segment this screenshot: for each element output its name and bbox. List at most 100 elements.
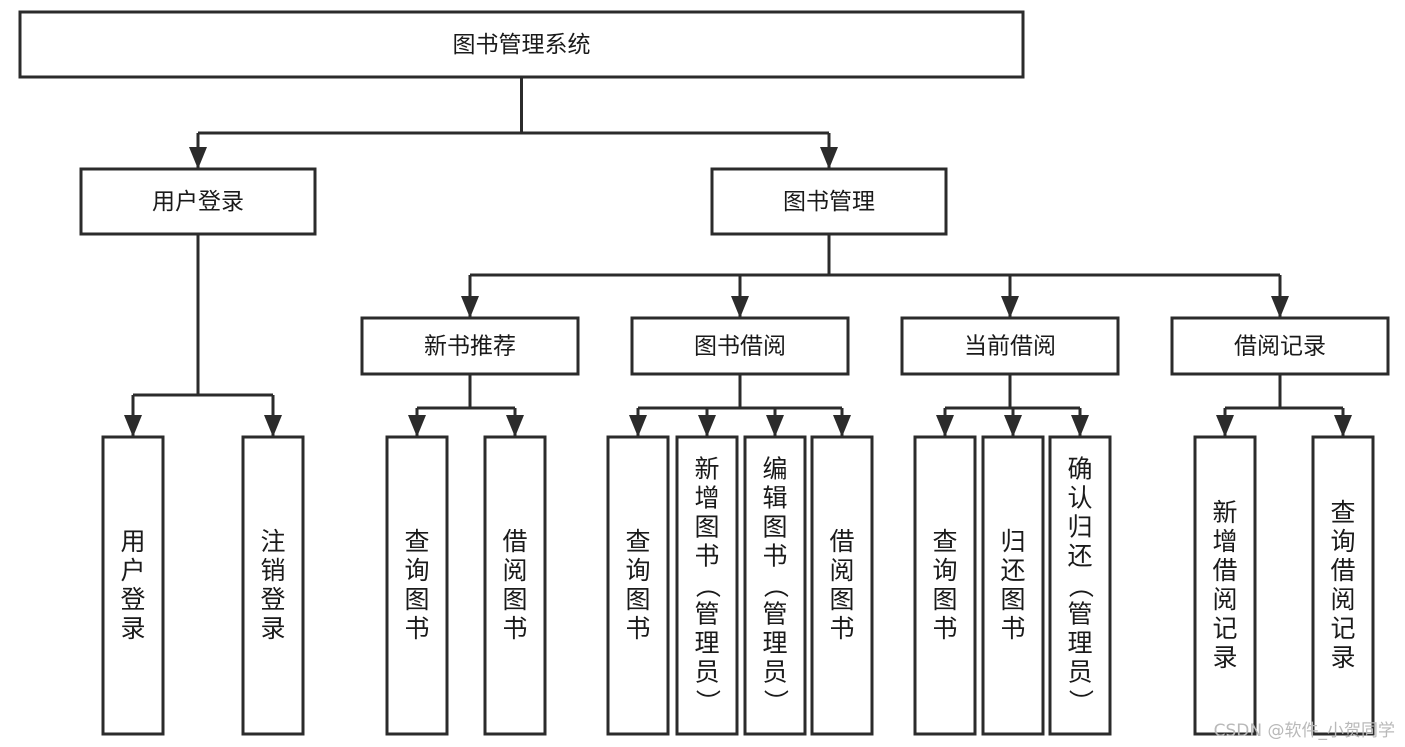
node-user-login[interactable]: 用户登录 <box>79 167 317 236</box>
node-new-book-rec[interactable]: 新书推荐 <box>360 316 580 376</box>
node-label-leaf-borrow-book-1: 书 <box>502 614 527 643</box>
node-label-current-borrow: 当前借阅 <box>964 334 1056 360</box>
node-label-root: 图书管理系统 <box>453 32 591 58</box>
arrow-head-icon <box>506 415 524 437</box>
node-box-leaf-query-record <box>1311 435 1375 736</box>
node-label-leaf-borrow-book-1: 图 <box>502 585 527 614</box>
node-box-leaf-query-book-1 <box>385 435 449 736</box>
node-label-leaf-query-book-3: 查 <box>932 527 957 556</box>
arrow-head-icon <box>124 415 142 437</box>
node-label-leaf-confirm-return: 还 <box>1067 542 1092 571</box>
node-label-leaf-borrow-book-2: 图 <box>829 585 854 614</box>
node-label-user-login: 用户登录 <box>152 189 244 215</box>
node-box-leaf-borrow-book-1 <box>483 435 547 736</box>
arrow-head-icon <box>264 415 282 437</box>
node-book-borrow[interactable]: 图书借阅 <box>630 316 850 376</box>
node-label-leaf-return-book: 书 <box>1000 614 1025 643</box>
arrow-head-icon <box>1071 415 1089 437</box>
node-box-leaf-edit-book <box>743 435 807 736</box>
node-label-leaf-query-book-2: 书 <box>625 614 650 643</box>
node-label-leaf-add-book: 增 <box>694 484 719 513</box>
node-box-book-borrow <box>630 316 850 376</box>
node-box-leaf-borrow-book-2 <box>810 435 874 736</box>
node-borrow-record[interactable]: 借阅记录 <box>1170 316 1390 376</box>
node-label-leaf-add-record: 增 <box>1212 527 1237 556</box>
node-book-manage[interactable]: 图书管理 <box>710 167 948 236</box>
node-box-borrow-record <box>1170 316 1390 376</box>
node-leaf-user-login[interactable]: 用户登录 <box>101 435 165 736</box>
arrow-head-icon <box>189 147 207 169</box>
node-label-leaf-add-record: 阅 <box>1212 585 1237 614</box>
node-root[interactable]: 图书管理系统 <box>18 10 1025 79</box>
arrow-head-icon <box>698 415 716 437</box>
watermark-label: CSDN @软件_小贺同学 <box>1213 721 1395 741</box>
node-current-borrow[interactable]: 当前借阅 <box>900 316 1120 376</box>
node-label-leaf-add-book: 图 <box>694 513 719 542</box>
node-label-leaf-logout: 注 <box>260 527 285 556</box>
arrow-head-icon <box>936 415 954 437</box>
node-label-borrow-record: 借阅记录 <box>1234 334 1326 360</box>
node-box-leaf-confirm-return <box>1048 435 1112 736</box>
node-label-leaf-confirm-return: 员 <box>1067 658 1092 687</box>
node-box-leaf-query-book-3 <box>913 435 977 736</box>
node-label-leaf-query-record: 记 <box>1330 614 1355 643</box>
node-label-leaf-query-record: 借 <box>1330 556 1355 585</box>
node-label-leaf-user-login: 登 <box>120 585 145 614</box>
node-label-new-book-rec: 新书推荐 <box>424 334 516 360</box>
node-label-leaf-query-book-3: 书 <box>932 614 957 643</box>
node-label-leaf-query-book-1: 询 <box>404 556 429 585</box>
node-label-leaf-borrow-book-1: 借 <box>502 527 527 556</box>
arrow-head-icon <box>833 415 851 437</box>
node-label-book-borrow: 图书借阅 <box>694 334 786 360</box>
node-box-user-login <box>79 167 317 236</box>
node-label-leaf-query-book-2: 图 <box>625 585 650 614</box>
node-box-leaf-user-login <box>101 435 165 736</box>
node-label-leaf-borrow-book-2: 书 <box>829 614 854 643</box>
node-label-leaf-query-record: 查 <box>1330 498 1355 527</box>
node-label-leaf-logout: 录 <box>260 614 285 643</box>
node-box-leaf-add-book <box>675 435 739 736</box>
node-label-leaf-edit-book: 管 <box>762 600 787 629</box>
node-label-leaf-query-book-1: 查 <box>404 527 429 556</box>
node-label-leaf-return-book: 还 <box>1000 556 1025 585</box>
node-label-leaf-edit-book: 书 <box>762 542 787 571</box>
node-label-leaf-return-book: 归 <box>1000 527 1025 556</box>
node-label-leaf-add-record: 新 <box>1212 498 1237 527</box>
node-label-leaf-confirm-return: 认 <box>1067 484 1092 513</box>
node-box-leaf-query-book-2 <box>606 435 670 736</box>
arrow-head-icon <box>629 415 647 437</box>
node-label-leaf-edit-book: ） <box>761 689 790 714</box>
connector-edges <box>124 77 1352 437</box>
node-box-leaf-add-record <box>1193 435 1257 736</box>
node-box-leaf-logout <box>241 435 305 736</box>
node-label-leaf-add-book: 书 <box>694 542 719 571</box>
node-label-leaf-add-record: 记 <box>1212 614 1237 643</box>
node-label-leaf-add-book: 员 <box>694 658 719 687</box>
node-label-leaf-logout: 销 <box>260 556 285 585</box>
node-label-leaf-confirm-return: 管 <box>1067 600 1092 629</box>
node-box-root <box>18 10 1025 79</box>
node-label-leaf-add-record: 借 <box>1212 556 1237 585</box>
arrow-head-icon <box>461 296 479 318</box>
node-label-leaf-edit-book: 图 <box>762 513 787 542</box>
diagram-nodes: 图书管理系统用户登录图书管理新书推荐图书借阅当前借阅借阅记录用户登录注销登录查询… <box>18 10 1390 736</box>
node-box-current-borrow <box>900 316 1120 376</box>
node-label-leaf-edit-book: （ <box>761 573 790 598</box>
arrow-head-icon <box>731 296 749 318</box>
node-label-leaf-query-book-2: 询 <box>625 556 650 585</box>
node-box-new-book-rec <box>360 316 580 376</box>
